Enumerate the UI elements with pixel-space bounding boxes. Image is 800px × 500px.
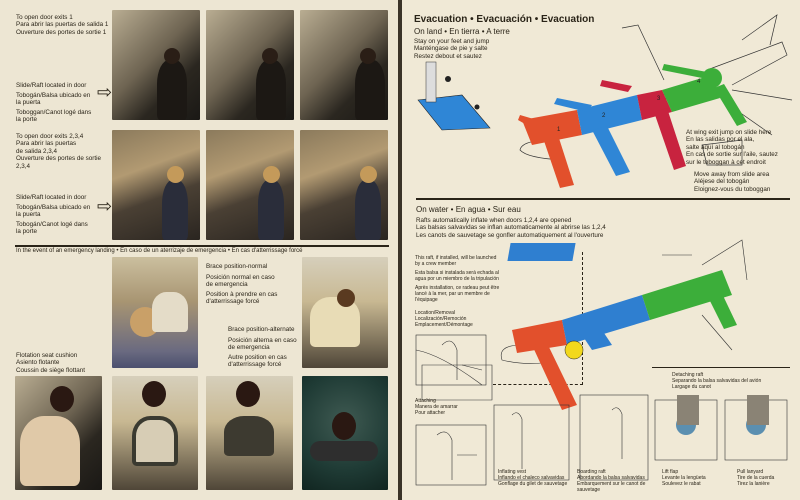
emergency-landing-header: In the event of an emergency landing • E… [16,248,303,254]
on-land-diagram: 1 2 3 4 [417,14,793,188]
cushion-photo-1 [15,376,102,490]
rafts-inflate-text: Rafts automatically inflate when doors 1… [416,217,606,239]
door1-photo-1 [112,10,200,120]
right-page: Evacuation • Evacuación • Evacuation On … [402,0,800,500]
raft-2 [562,295,650,345]
brace-normal-photo [112,257,198,368]
slide-3 [600,80,686,170]
slide-1 [518,110,582,188]
door1-photo-2 [206,10,294,120]
divider [652,367,790,368]
detaching-raft-label: Detaching raft Separando la balsa salvav… [672,372,762,390]
slide1-fr: Toboggan/Canot logé dans la porte [16,109,92,124]
evacuation-title: Evacuation • Evacuación • Evacuation [414,14,595,25]
brace-normal-en: Brace position-normal [206,263,268,270]
on-water-heading: On water • En agua • Sur eau [416,205,521,214]
location-label: Location/Removal Localización/Remoción E… [415,310,473,328]
jump-instructions: Stay on your feet and jump Manténgase de… [414,38,490,60]
left-page: To open door exits 1 Para abrir las puer… [0,0,398,500]
brace-normal-es: Posición normal en caso de emergencia [206,274,275,289]
arrow-right-icon: ⇨ [97,196,113,216]
door234-instructions: To open door exits 2,3,4 Para abrir las … [16,133,102,170]
illustration-sketches [415,334,788,486]
on-water-diagram [415,239,788,486]
raft-note-en: This raft, if installed, will be launche… [415,255,497,267]
door-number-3: 3 [657,96,661,102]
slide1-en: Slide/Raft located in door [16,82,87,89]
slide2-en: Slide/Raft located in door [16,194,87,201]
brace-normal-fr: Position à prendre en cas d'atterrissage… [206,291,278,306]
raft-note-fr: Après installation, ce radeau peut être … [415,285,500,303]
cushion-photo-2 [112,376,198,490]
aircraft-outline-water [415,239,748,401]
door234-photo-1 [112,130,200,240]
raft-1 [512,320,567,353]
arrow-right-icon: ⇨ [97,82,113,102]
inflating-vest-label: Inflating vest Inflando el chaleco salva… [498,469,568,487]
brace-alternate-es: Posición alterna en caso de emergencia [228,337,297,352]
brace-alternate-photo [302,257,388,368]
boarding-raft-label: Boarding raft Abordando la balsa salvavi… [577,469,646,493]
attaching-label: Attaching Manera de amarrar Pour attache… [415,398,458,416]
aircraft-outline [519,14,793,166]
cushion-water-photo [302,376,388,490]
door234-photo-2 [206,130,294,240]
door1-instructions: To open door exits 1 Para abrir las puer… [16,14,109,36]
pull-lanyard-label: Pull lanyard Tire de la cuerda Tirez la … [737,469,775,487]
slide1-es: Tobogán/Balsa ubicado en la puerta [16,92,91,107]
door234-photo-3 [300,130,388,240]
slide2-fr: Tobogán/Canot logé dans la porte [16,221,88,236]
on-land-heading: On land • En tierra • A terre [414,27,510,36]
divider [15,245,389,247]
brace-alternate-en: Brace position-alternate [228,326,295,333]
beacon-icon [564,340,584,360]
slide-jump-illustration [417,61,491,131]
move-away-instructions: Move away from slide area Aléjese del to… [694,171,771,193]
door1-photo-3 [300,10,388,120]
raft-note-es: Esta balsa si instalada será echada al a… [415,270,499,282]
divider [416,198,790,200]
flotation-cushion-label: Flotation seat cushion Asiento flotante … [16,352,85,374]
door-number-4: 4 [697,79,701,85]
door-number-1: 1 [557,127,561,133]
slide-4 [662,64,747,126]
cushion-photo-3 [206,376,293,490]
brace-alternate-fr: Autre position en cas d'atterrissage for… [228,354,287,369]
wing-exit-instructions: At wing exit jump on slide here En las s… [686,129,778,166]
slide-2 [554,95,642,176]
lift-flap-label: Lift flap Levante la lengüeta Soulevez l… [662,469,706,487]
raft-4 [642,270,732,320]
door-number-2: 2 [602,113,606,119]
slide2-es: Tobogán/Balsa ubicado en la puerta [16,204,91,219]
overhead-raft [507,243,576,261]
